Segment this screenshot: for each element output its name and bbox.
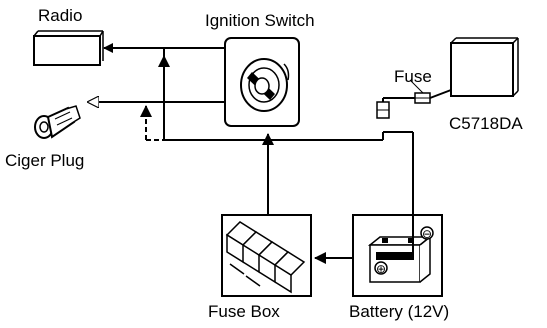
fuse-box-component: [221, 214, 312, 297]
ciger-plug-label: Ciger Plug: [5, 151, 85, 170]
fuse-label: Fuse: [394, 67, 432, 86]
ignition-switch-component: [224, 37, 300, 127]
radio-component: [33, 30, 104, 66]
battery-terminals: ⊖ ⊕: [374, 226, 434, 276]
fuse-symbol: [409, 79, 431, 104]
battery-label: Battery (12V): [349, 302, 450, 321]
fuse-box-label: Fuse Box: [208, 302, 280, 321]
radio-label: Radio: [38, 6, 83, 25]
diagram-code-label: C5718DA: [449, 114, 523, 133]
inline-connector: [376, 101, 390, 119]
battery-negative-terminal: ⊖: [422, 227, 432, 241]
signal-arrows: [88, 43, 353, 264]
battery-positive-terminal: ⊕: [376, 262, 386, 276]
connector-component: [450, 37, 519, 97]
cigar-plug-component: [34, 105, 81, 139]
ignition-switch-label: Ignition Switch: [205, 11, 315, 30]
